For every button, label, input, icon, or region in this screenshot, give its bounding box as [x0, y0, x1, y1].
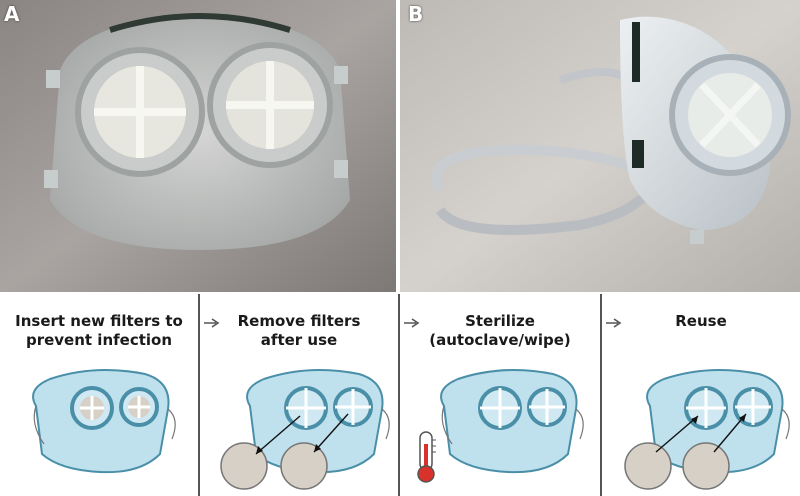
step-label: Remove filters after use [237, 312, 361, 349]
step-label: Insert new filters to prevent infection [15, 312, 183, 349]
arrow-right-icon [606, 318, 622, 328]
step-insert-filters: Insert new filters to prevent infection [0, 294, 198, 496]
step-divider [600, 294, 602, 496]
step-label: Reuse [675, 312, 727, 330]
step-sterilize: Sterilize (autoclave/wipe) [400, 294, 600, 496]
step-reuse: Reuse [602, 294, 800, 496]
sterilization-steps-diagram: Insert new filters to prevent infection … [0, 294, 800, 496]
arrow-right-icon [404, 318, 420, 328]
mask-illustration [220, 369, 390, 490]
arrow-right-icon [204, 318, 220, 328]
step-divider [398, 294, 400, 496]
step-divider [198, 294, 200, 496]
mask-illustration [624, 369, 790, 490]
panel-label-b: B [408, 2, 424, 26]
step-label: Sterilize (autoclave/wipe) [429, 312, 571, 349]
photo-b-mask-side [400, 0, 800, 292]
step-remove-filters: Remove filters after use [200, 294, 398, 496]
panel-label-a: A [4, 2, 20, 26]
thermometer-icon [417, 431, 436, 483]
photo-a-mask-front [0, 0, 396, 292]
mask-illustration [32, 369, 176, 474]
mask-illustration [417, 369, 584, 483]
